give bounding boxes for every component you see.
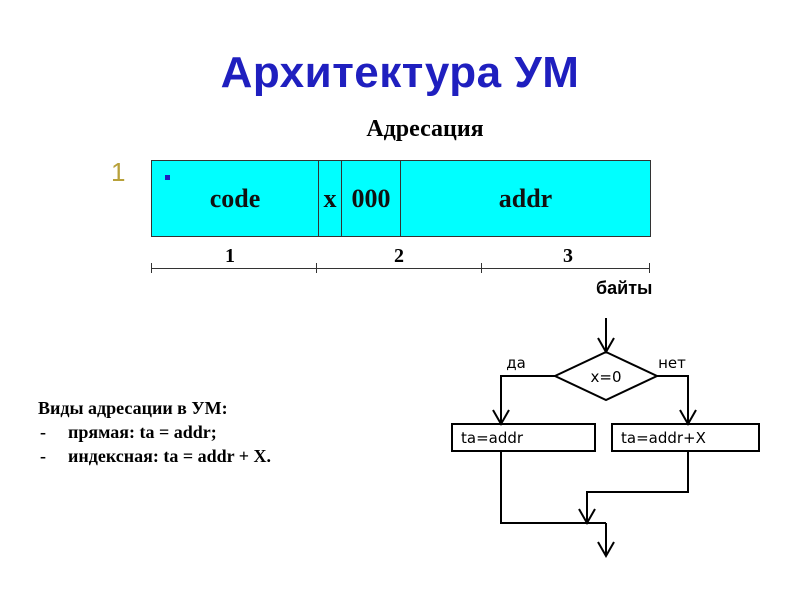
page-title: Архитектура УМ — [220, 48, 580, 97]
field-zeros: 000 — [342, 161, 401, 236]
byte-tick — [316, 263, 317, 273]
bytes-scale-line — [151, 268, 650, 269]
flow-yes-line — [500, 375, 555, 424]
yes-action-label: ta=addr — [461, 429, 524, 447]
list-item: - прямая: ta = addr; — [38, 420, 271, 444]
addressing-types: Виды адресации в УМ: - прямая: ta = addr… — [38, 396, 271, 468]
instruction-row-number: 1 — [111, 157, 126, 187]
list-item: - индексная: ta = addr + X. — [38, 444, 271, 468]
byte-tick — [151, 263, 152, 273]
marker-dot — [165, 175, 170, 180]
field-addr: addr — [498, 183, 553, 213]
list-item-text: индексная: ta = addr + X. — [68, 446, 272, 466]
yes-label: да — [506, 354, 526, 372]
addressing-types-heading: Виды адресации в УМ: — [38, 398, 228, 418]
field-code: code — [152, 161, 319, 236]
flow-no-line — [657, 375, 689, 424]
byte-number: 2 — [394, 245, 404, 267]
merge-line-left — [500, 451, 587, 524]
byte-number: 3 — [563, 245, 573, 267]
list-dash: - — [40, 422, 46, 442]
instruction-format-box: code x 000 addr — [151, 160, 651, 237]
action-box-yes — [451, 423, 596, 452]
byte-tick — [649, 263, 650, 273]
byte-tick — [481, 263, 482, 273]
section-subtitle: Адресация — [366, 116, 484, 142]
no-label: нет — [658, 354, 686, 372]
no-action-label: ta=addr+X — [621, 429, 706, 447]
byte-number: 1 — [225, 245, 235, 267]
list-dash: - — [40, 446, 46, 466]
bytes-label: байты — [596, 278, 653, 298]
arrowhead — [597, 541, 615, 559]
field-index-flag: x — [319, 161, 342, 236]
decision-label: x=0 — [591, 368, 622, 386]
action-box-no — [611, 423, 760, 452]
list-item-text: прямая: ta = addr; — [68, 422, 217, 442]
decision-diamond — [552, 350, 660, 402]
merge-line-right — [586, 451, 689, 523]
